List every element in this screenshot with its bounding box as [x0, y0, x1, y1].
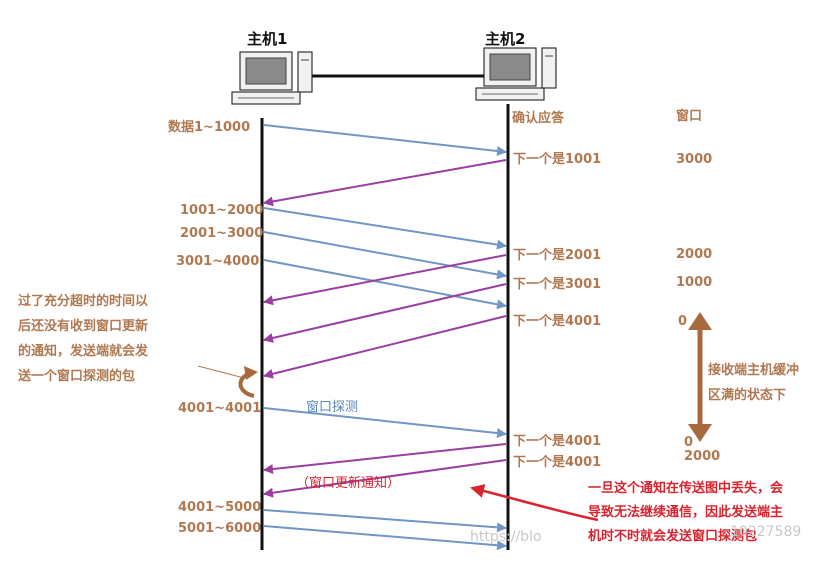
data-arrow — [263, 231, 507, 280]
lost-notice-line: 一旦这个通知在传送图中丢失，会 — [588, 480, 784, 496]
ack-arrow — [263, 443, 507, 475]
note-line: 过了充分超时的时间以 — [18, 293, 148, 309]
window-size-label: 3000 — [676, 152, 712, 167]
note-line: 的通知，发送端就会发 — [18, 343, 149, 359]
window-column-header: 窗口 — [676, 108, 702, 124]
segment-label: 4001~5000 — [178, 500, 261, 515]
segment-label: 3001~4000 — [176, 254, 259, 269]
ack-label: 下一个是1001 — [513, 151, 601, 167]
note-line: 送一个窗口探测的包 — [17, 368, 135, 384]
lost-notice-arrow — [470, 484, 599, 522]
window-update-label: （窗口更新通知） — [296, 475, 400, 491]
ack-arrow — [263, 315, 507, 379]
window-update-arrow — [263, 459, 507, 498]
buffer-full-note-line: 接收端主机缓冲 — [708, 362, 799, 378]
note-pointer-line — [197, 365, 245, 379]
ack-label: 下一个是4001 — [513, 454, 601, 470]
window-size-label: 0 — [684, 435, 693, 450]
window-size-label: 0 — [678, 314, 687, 329]
ack-arrow — [263, 283, 507, 343]
ack-arrow — [263, 254, 507, 306]
data-arrow — [263, 509, 507, 533]
segment-label: 2001~3000 — [180, 226, 263, 241]
ack-label: 下一个是4001 — [513, 313, 601, 329]
ack-label: 下一个是4001 — [513, 433, 601, 449]
host1-title: 主机1 — [247, 30, 287, 48]
ack-column-header: 确认应答 — [512, 110, 565, 126]
ack-arrow — [263, 159, 507, 207]
watermark-right: 10227589 — [730, 524, 801, 540]
data-arrow — [263, 259, 507, 310]
segment-label: 1001~2000 — [180, 203, 263, 218]
window-probe-arrow — [263, 407, 507, 439]
window-size-label: 2000 — [676, 247, 712, 262]
ack-label: 下一个是3001 — [513, 276, 601, 292]
note-line: 后还没有收到窗口更新 — [18, 318, 148, 334]
watermark-left: https://blo — [470, 529, 542, 545]
lost-notice-line: 导致无法继续通信，因此发送端主 — [588, 504, 783, 520]
window-probe-label: 窗口探测 — [306, 399, 358, 415]
data-arrow — [263, 525, 507, 551]
window-size-label: 1000 — [676, 275, 712, 290]
buffer-full-note-line: 区满的状态下 — [708, 387, 786, 403]
window-size-label: 2000 — [684, 449, 720, 464]
segment-label: 数据1~1000 — [168, 119, 250, 135]
host1-computer-icon — [231, 51, 313, 105]
timeout-curve-arrowhead — [244, 366, 258, 380]
segment-label: 4001~4001 — [178, 401, 261, 416]
host2-computer-icon — [475, 47, 557, 101]
buffer-full-double-arrow — [688, 312, 712, 442]
data-arrow — [263, 207, 507, 250]
ack-label: 下一个是2001 — [513, 247, 601, 263]
segment-label: 5001~6000 — [178, 521, 261, 536]
host2-title: 主机2 — [485, 30, 525, 48]
data-arrow — [263, 124, 507, 156]
lost-notice-line: 机时不时就会发送窗口探测包 — [588, 528, 757, 544]
timeout-note: 过了充分超时的时间以 后还没有收到窗口更新 的通知，发送端就会发 送一个窗口探测… — [17, 293, 149, 384]
